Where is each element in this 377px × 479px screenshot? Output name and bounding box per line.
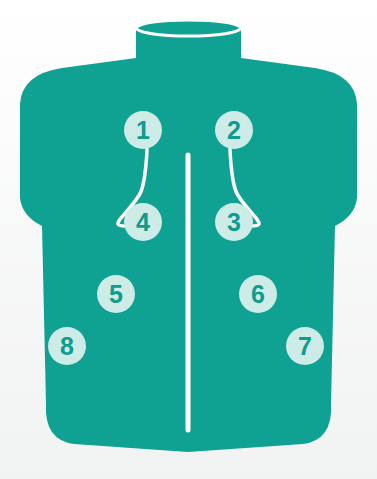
callout-circle: 2 <box>215 111 253 149</box>
callout-circle: 8 <box>48 327 86 365</box>
callout-circle: 4 <box>124 203 162 241</box>
callout-number: 8 <box>60 334 74 359</box>
callout-number: 7 <box>298 334 312 359</box>
callout-circle: 6 <box>239 275 277 313</box>
callout-circle: 1 <box>124 111 162 149</box>
callout-number: 6 <box>251 282 265 307</box>
vest-body <box>20 58 357 452</box>
callout-circle: 3 <box>215 203 253 241</box>
callout-number: 1 <box>136 118 150 143</box>
callout-number: 2 <box>227 118 241 143</box>
callout-number: 5 <box>109 282 123 307</box>
zipper-line <box>186 155 191 430</box>
callout-circle: 5 <box>97 275 135 313</box>
callout-number: 3 <box>227 210 241 235</box>
callout-circle: 7 <box>286 327 324 365</box>
callout-number: 4 <box>136 210 150 235</box>
collar-rim <box>137 20 241 36</box>
